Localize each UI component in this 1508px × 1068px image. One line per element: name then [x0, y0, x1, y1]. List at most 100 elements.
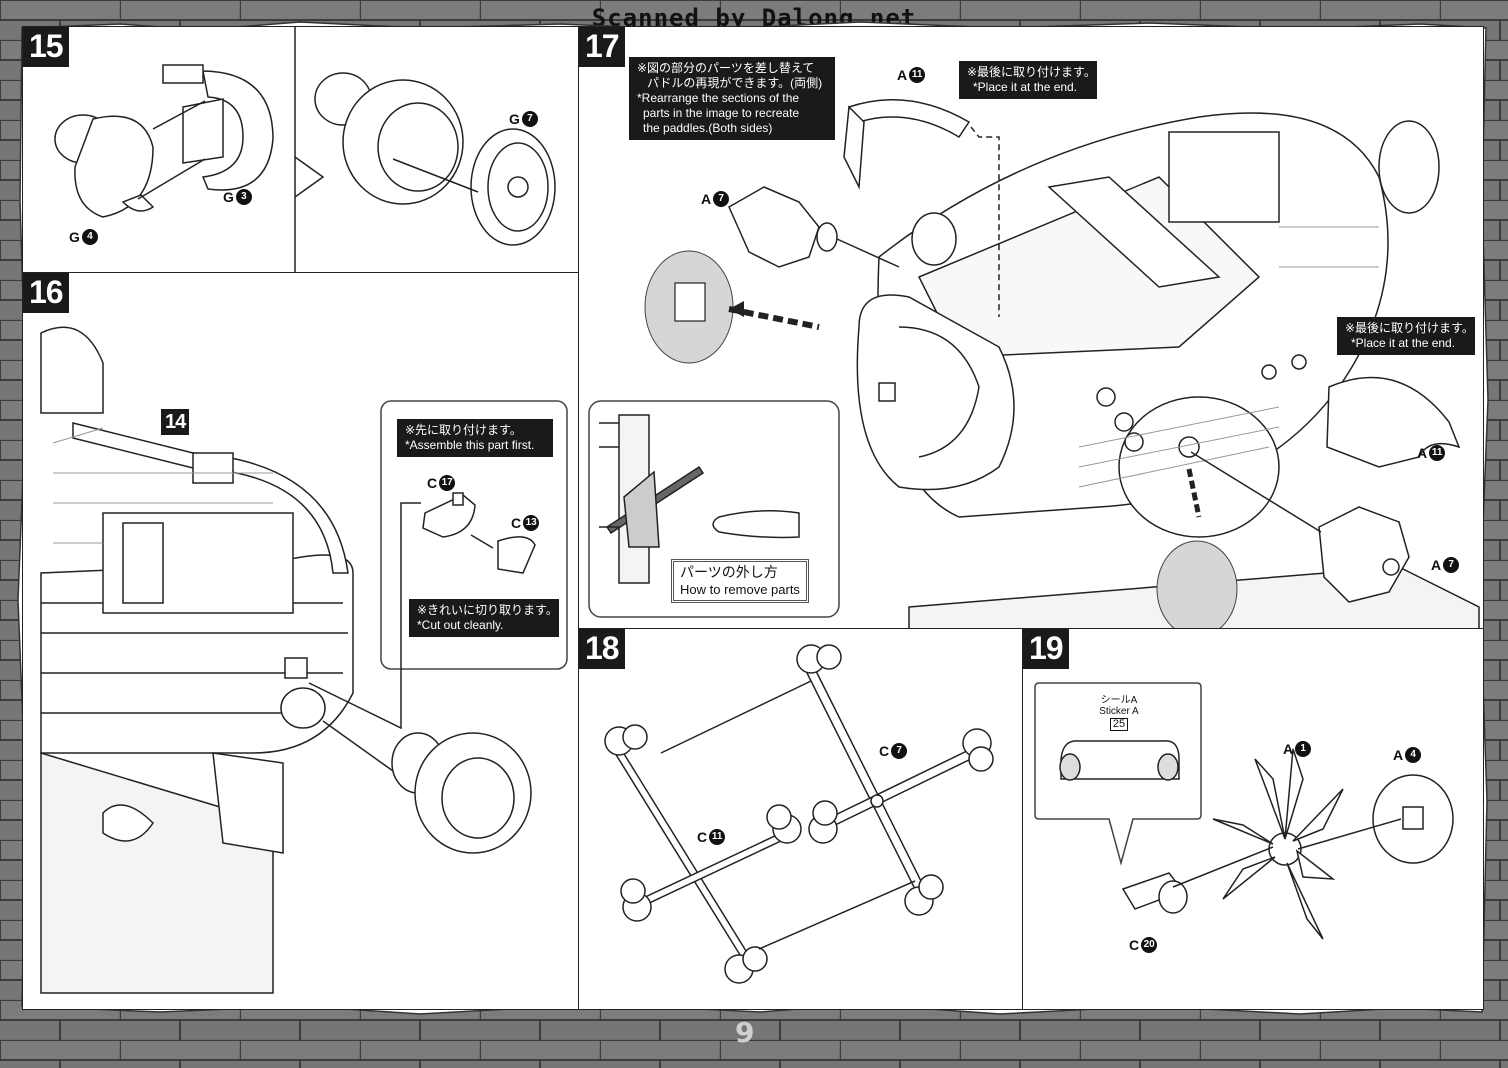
note-cut-cleanly-jp: ※きれいに切り取ります。: [417, 603, 558, 617]
step-18-number: 18: [579, 629, 625, 669]
sticker-part-drawing: [1059, 740, 1180, 781]
label-g4-letter: G: [69, 229, 80, 245]
label-c7-letter: C: [879, 743, 890, 759]
label-c11-letter: C: [697, 829, 708, 845]
note-rearrange-en2: parts in the image to recreate: [643, 106, 800, 120]
sticker-label-en: Sticker A: [1099, 706, 1139, 717]
label-g7-letter: G: [509, 111, 520, 127]
note-end-right-en: *Place it at the end.: [1351, 336, 1456, 350]
label-a11-top-letter: A: [897, 67, 908, 83]
step-17-panel: 17: [578, 26, 1484, 630]
note-rearrange-jp1: ※図の部分のパーツを差し替えて: [637, 61, 815, 75]
note-assemble-first: ※先に取り付けます。 *Assemble this part first.: [397, 419, 553, 457]
note-end-right-jp: ※最後に取り付けます。: [1345, 321, 1474, 335]
step-19-illustration: [1034, 682, 1454, 940]
label-a11-right-number: 11: [1429, 445, 1446, 461]
label-a7-right-number: 7: [1443, 557, 1460, 573]
part-c20-drawing: [1121, 872, 1188, 914]
label-a4-number: 4: [1405, 747, 1422, 763]
label-a1-number: 1: [1295, 741, 1312, 757]
label-c17-number: 17: [439, 475, 456, 491]
label-a11-right-letter: A: [1417, 445, 1428, 461]
part-a7-right-drawing: [1318, 506, 1410, 603]
step-19-panel: 19 シールA Sticker A 2: [1022, 628, 1484, 1010]
label-g7-number: 7: [521, 111, 538, 127]
label-g3-number: 3: [235, 189, 252, 205]
step-18-illustration: [604, 644, 994, 984]
sticker-number: 25: [1109, 718, 1129, 731]
step-15-number: 15: [23, 27, 69, 67]
note-assemble-first-en: *Assemble this part first.: [405, 438, 535, 452]
paddle-disc-part: [470, 128, 556, 246]
label-g3-letter: G: [223, 189, 234, 205]
note-rearrange-paddles: ※図の部分のパーツを差し替えて パドルの再現ができます。(両側) *Rearra…: [629, 57, 835, 140]
step-15-illustration: [54, 27, 556, 273]
nipper-cut-drawing: [599, 414, 800, 584]
wheel-hub-part: [54, 114, 155, 218]
ship-hull-drawing: [40, 326, 354, 994]
wheel-housing-part: [162, 64, 274, 191]
label-c13-letter: C: [511, 515, 522, 531]
label-c11-number: 11: [709, 829, 726, 845]
step-16-number: 16: [23, 273, 69, 313]
note-end-top-jp: ※最後に取り付けます。: [967, 65, 1096, 79]
note-rearrange-en3: the paddles.(Both sides): [643, 121, 773, 135]
part-a11-top-drawing: [843, 99, 971, 190]
step-17-number: 17: [579, 27, 625, 67]
note-place-at-end-right: ※最後に取り付けます。 *Place it at the end.: [1337, 317, 1475, 355]
note-rearrange-en1: *Rearrange the sections of the: [637, 91, 800, 105]
how-to-remove-en: How to remove parts: [680, 582, 800, 597]
label-c13-number: 13: [523, 515, 540, 531]
part-a4-drawing: [1372, 774, 1454, 864]
label-a1-letter: A: [1283, 741, 1294, 757]
part-a7-left-drawing: [728, 186, 838, 268]
note-cut-cleanly: ※きれいに切り取ります。 *Cut out cleanly.: [409, 599, 559, 637]
bone-c11-drawing: [604, 724, 802, 984]
note-rearrange-jp2: パドルの再現ができます。(両側): [647, 76, 823, 90]
label-c17-letter: C: [427, 475, 438, 491]
how-to-remove-jp: パーツの外し方: [680, 564, 778, 580]
note-place-at-end-top: ※最後に取り付けます。 *Place it at the end.: [959, 61, 1097, 99]
anchor-a1-drawing: [1212, 748, 1344, 940]
note-cut-cleanly-en: *Cut out cleanly.: [417, 618, 504, 632]
part-c17-drawing: [422, 492, 476, 538]
assembled-wheel: [314, 72, 464, 205]
sticker-label-jp: シールA: [1100, 695, 1138, 706]
removed-section-disc-right: [1156, 540, 1238, 629]
label-a7-left-number: 7: [713, 191, 730, 207]
label-a7-right-letter: A: [1431, 557, 1442, 573]
label-g4-number: 4: [81, 229, 98, 245]
note-assemble-first-jp: ※先に取り付けます。: [405, 423, 522, 437]
part-a11-right-drawing: [1326, 376, 1461, 468]
page-number: 9: [735, 1016, 755, 1049]
note-end-top-en: *Place it at the end.: [973, 80, 1078, 94]
label-c20-number: 20: [1141, 937, 1158, 953]
step-16-illustration: [40, 326, 568, 994]
step-14-reference: 14: [161, 409, 190, 435]
how-to-remove-box: パーツの外し方 How to remove parts: [671, 559, 809, 603]
paddle-wheel-part: [391, 732, 532, 854]
step-16-panel: 16: [22, 272, 580, 1010]
label-c7-number: 7: [891, 743, 908, 759]
label-a7-left-letter: A: [701, 191, 712, 207]
label-a11-top-number: 11: [909, 67, 926, 83]
part-c13-drawing: [497, 536, 536, 574]
bone-c7-drawing: [796, 644, 994, 916]
step-19-number: 19: [1023, 629, 1069, 669]
sticker-label: シールA Sticker A 25: [1089, 695, 1149, 731]
